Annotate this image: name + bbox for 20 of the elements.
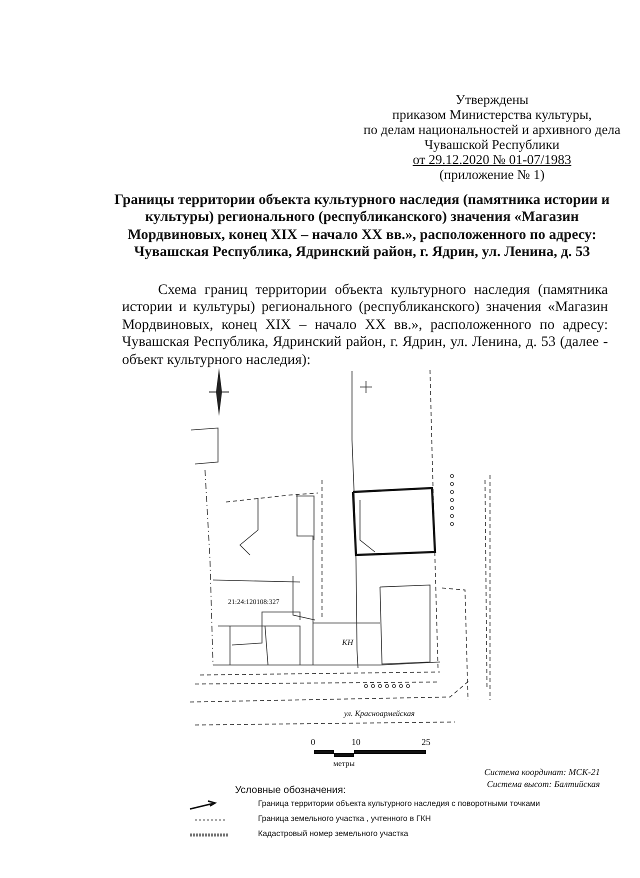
scale-value: 25 bbox=[422, 737, 430, 748]
legend-title: Условные обозначения: bbox=[235, 785, 346, 797]
approval-line: приказом Министерства культуры, bbox=[392, 107, 592, 124]
legend-text: Граница земельного участка , учтенного в ГКН bbox=[258, 814, 431, 823]
approval-line: по делам национальностей и архивного дела bbox=[364, 122, 620, 138]
height-system-note: Система высот: Балтийская bbox=[486, 779, 600, 790]
scale-value: 0 bbox=[310, 737, 316, 748]
document-title: Границы территории объекта культурного наследия (памятника истории и культуры) регионального (республиканского) значения «Магазин Мордвиновых, конец XIX – начало XX вв.», расположенного по адресу: Чувашская Республика, Ядринский район, г. Ядрин, ул. Ленина, д. 53 bbox=[113, 192, 611, 262]
legend-text: Граница территории объекта культурного наследия с поворотными точками bbox=[258, 799, 540, 808]
description-paragraph: Схема границ территории объекта культурного наследия (памятника истории и культуры) регионального (республиканского) значения «Магазин Мордвиновых, конец XIX – начало XX вв.», расположенного по адресу: Чувашская Республика, Ядринский район, г. Ядрин, ул. Ленина, д. 53 (далее - объект культурного наследия): bbox=[122, 282, 608, 369]
approval-line: Чувашской Республики bbox=[424, 137, 560, 154]
legend-text: Кадастровый номер земельного участка bbox=[258, 829, 408, 838]
building-label: КН bbox=[342, 638, 354, 648]
scale-unit: метры bbox=[333, 759, 355, 769]
approval-heading: Утверждены bbox=[456, 92, 528, 108]
order-date-number: от 29.12.2020 № 01-07/1983 bbox=[412, 152, 572, 168]
coordinate-system-note: Система координат: МСК-21 bbox=[484, 767, 600, 778]
street-name: ул. Красноармейская bbox=[344, 709, 415, 719]
appendix-note: (приложение № 1) bbox=[439, 167, 545, 184]
scale-value: 10 bbox=[352, 737, 360, 748]
